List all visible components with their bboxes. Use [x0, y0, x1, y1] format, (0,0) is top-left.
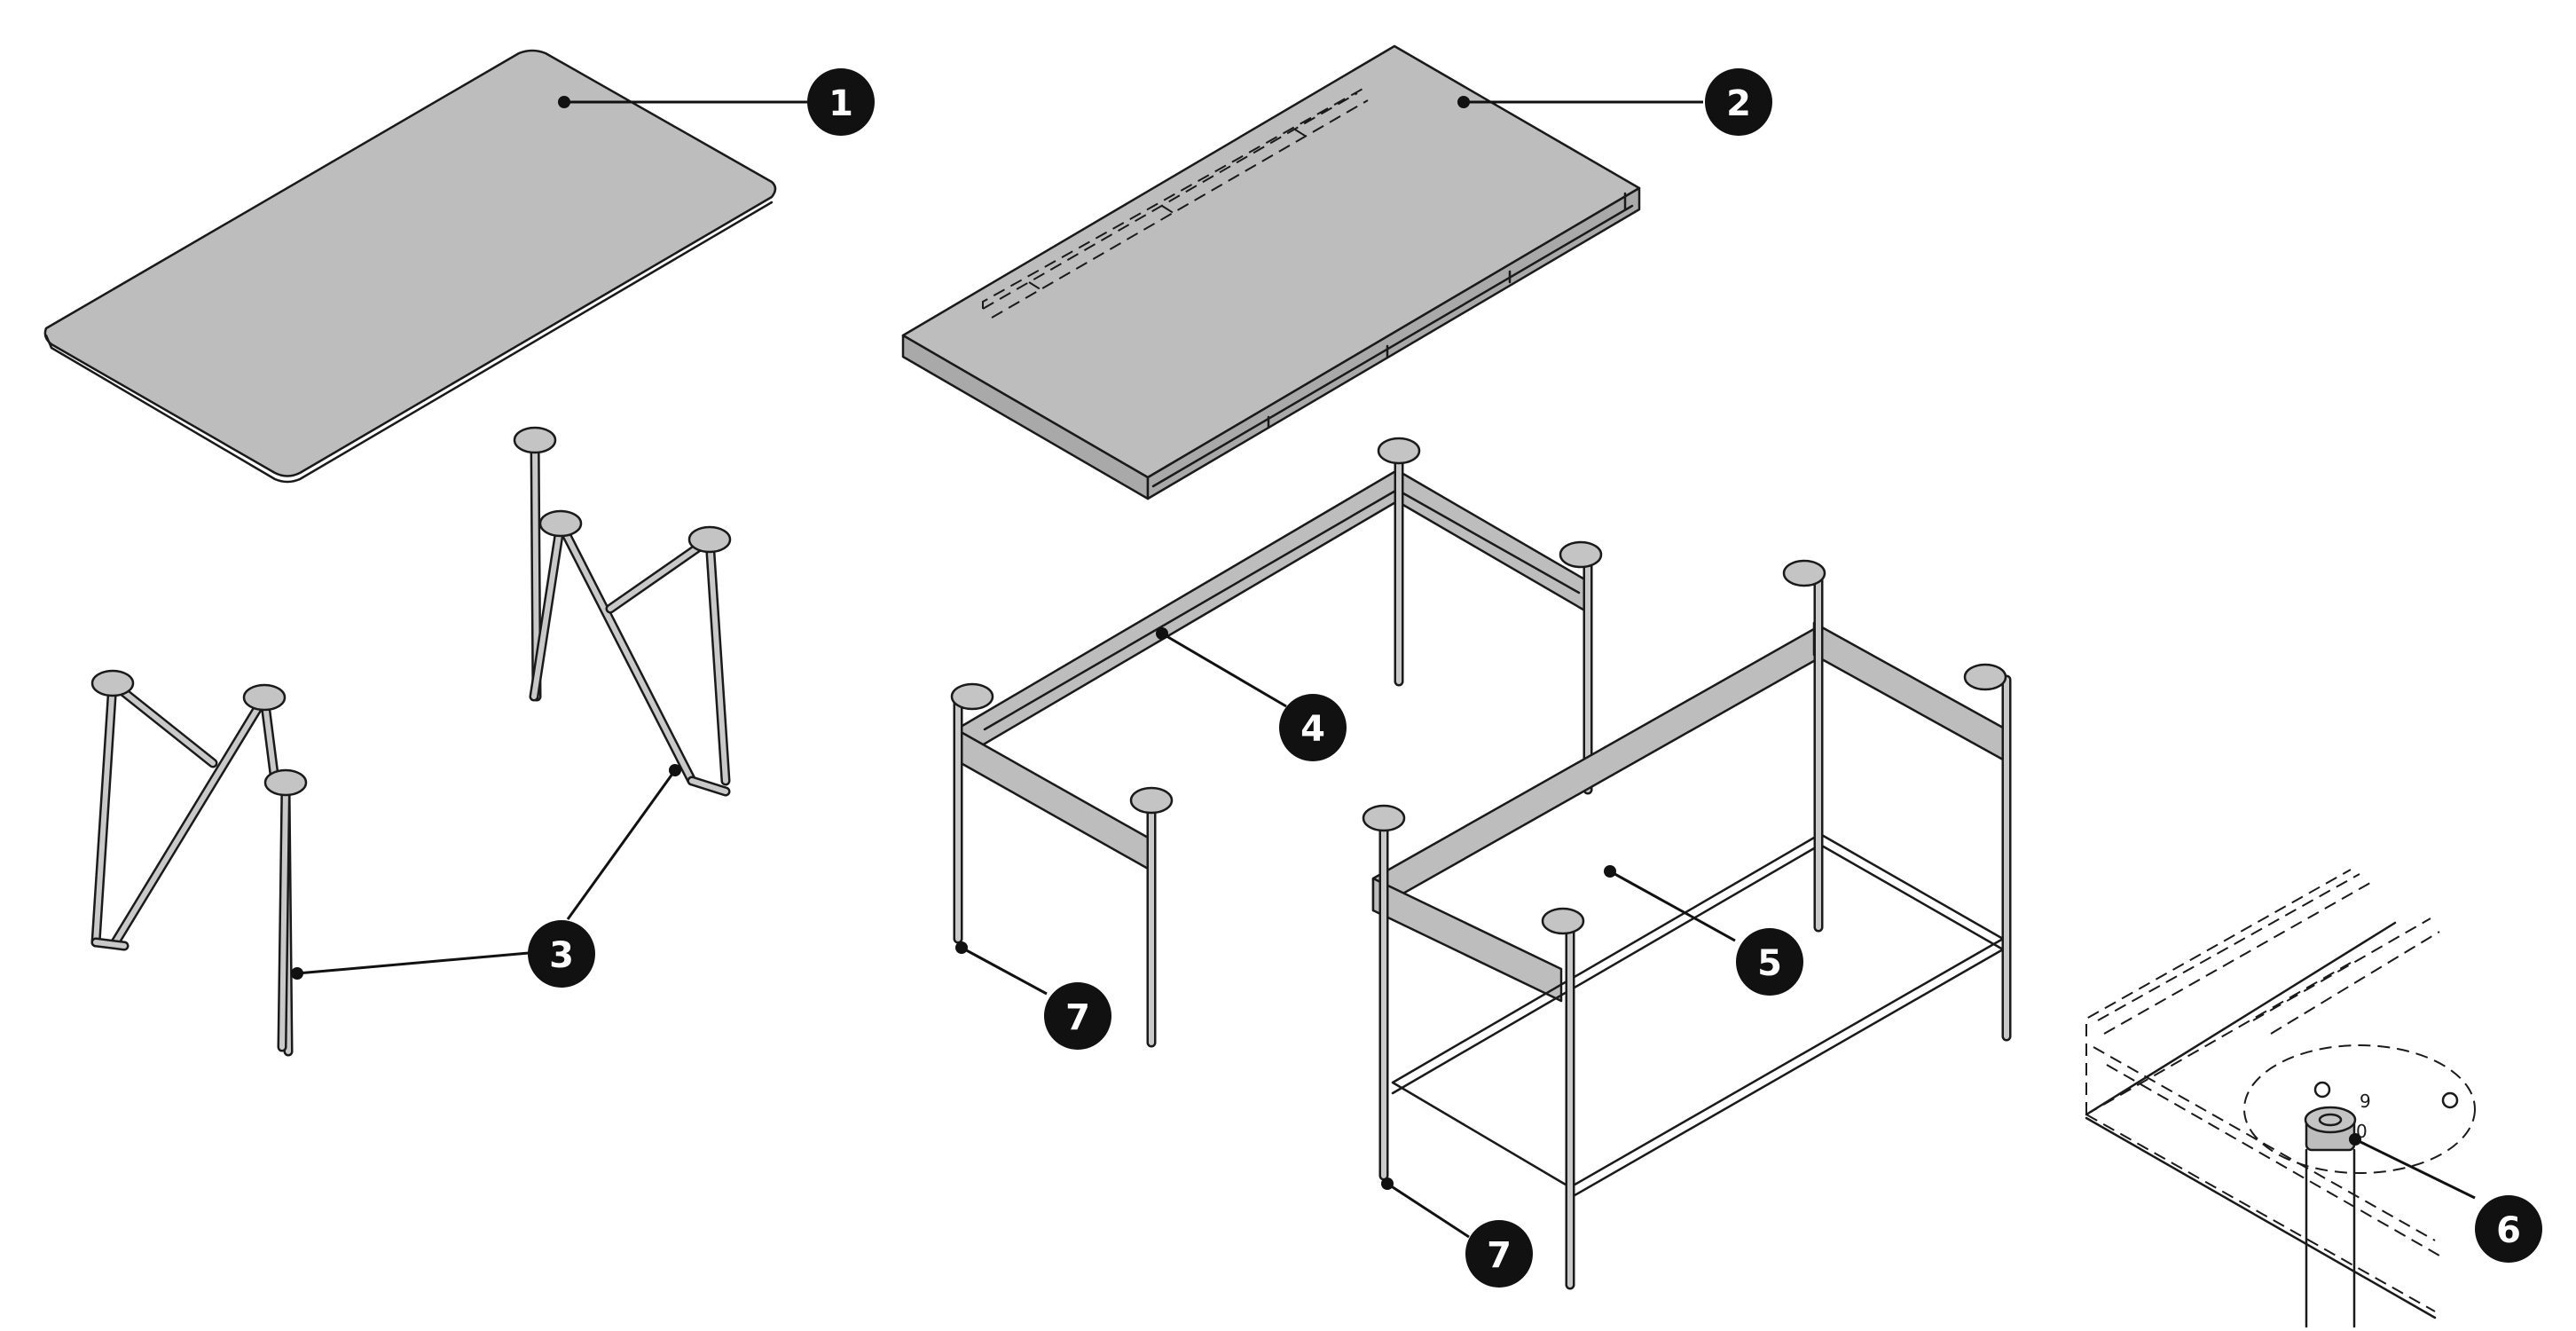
detail-mark-9: 9 [2360, 1091, 2371, 1112]
wire-leg-left [90, 669, 308, 1057]
callout-3: 3 [528, 920, 595, 988]
tabletop-framed [901, 44, 1641, 500]
callout-5: 5 [1736, 928, 1803, 996]
callout-7-low-frame: 7 [1044, 982, 1111, 1050]
callout-4: 4 [1279, 694, 1347, 761]
frame-low [950, 437, 1603, 1048]
leveling-foot-detail: 9 0 [2085, 869, 2476, 1328]
callout-6-label: 6 [2496, 1210, 2521, 1251]
callout-2-label: 2 [1726, 83, 1751, 124]
callout-6: 6 [2475, 1195, 2542, 1263]
callout-4-label: 4 [1300, 709, 1325, 750]
frame-tall [1362, 559, 2012, 1290]
leader-lines [291, 96, 2476, 1239]
callout-2: 2 [1705, 68, 1772, 136]
callout-7a-label: 7 [1065, 997, 1090, 1038]
callout-3-label: 3 [549, 935, 574, 976]
callout-5-label: 5 [1757, 943, 1782, 984]
wire-leg-right [513, 426, 732, 797]
tabletop-plain [43, 49, 777, 484]
callout-1: 1 [807, 68, 875, 136]
callout-7-tall-frame: 7 [1465, 1220, 1533, 1288]
callout-1-label: 1 [829, 83, 853, 124]
callout-7b-label: 7 [1487, 1235, 1512, 1276]
